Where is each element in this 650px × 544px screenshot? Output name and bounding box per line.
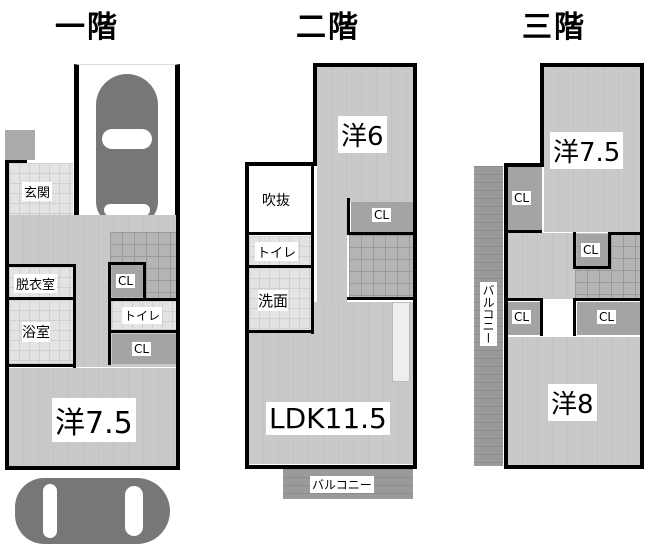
- label-bath: 浴室: [22, 322, 50, 342]
- wall: [504, 163, 544, 167]
- wall: [9, 297, 75, 300]
- label-toilet: トイレ: [122, 307, 163, 324]
- wall: [347, 297, 413, 300]
- label-closet-1: CL: [116, 274, 136, 288]
- wall: [311, 162, 314, 334]
- label-dressing: 脱衣室: [14, 274, 58, 293]
- wall: [640, 63, 644, 469]
- entrance-porch: [5, 130, 35, 160]
- wall: [573, 298, 640, 301]
- car-side-icon: [15, 478, 170, 544]
- wall: [111, 330, 176, 333]
- wall: [347, 198, 350, 234]
- wall: [540, 63, 644, 67]
- label-western-2f: 洋6: [338, 116, 387, 153]
- wall: [108, 298, 176, 301]
- wall: [608, 232, 611, 268]
- wall: [245, 162, 317, 166]
- wall: [573, 298, 576, 336]
- wall: [508, 298, 543, 301]
- wall: [5, 466, 180, 470]
- wall: [9, 264, 75, 267]
- wall: [313, 63, 417, 67]
- wall: [249, 330, 313, 333]
- wall: [540, 298, 543, 336]
- stairs-2f: [349, 235, 413, 298]
- wall: [540, 63, 544, 166]
- wall: [508, 230, 542, 233]
- wall: [9, 364, 76, 367]
- label-toilet-2f: トイレ: [255, 242, 299, 261]
- wall: [504, 163, 508, 469]
- label-western2-3f: 洋8: [548, 384, 597, 421]
- floor2-title: 二階: [296, 10, 360, 45]
- wall: [143, 262, 146, 300]
- label-balcony-2f: バルコニー: [310, 476, 374, 493]
- label-closet-2: CL: [132, 342, 152, 356]
- wall: [5, 160, 9, 470]
- wall: [108, 262, 144, 265]
- wall: [573, 266, 611, 269]
- wall: [249, 232, 311, 235]
- label-closet-3f-4: CL: [597, 310, 617, 324]
- wall: [347, 232, 413, 235]
- label-western-1f: 洋7.5: [52, 398, 136, 442]
- label-washroom: 洗面: [258, 290, 289, 311]
- wall: [73, 264, 76, 368]
- wall: [608, 232, 640, 235]
- wall: [504, 465, 644, 469]
- label-closet-2f: CL: [372, 208, 392, 222]
- wall: [5, 160, 27, 163]
- wall: [245, 162, 249, 469]
- kitchen-counter: [392, 302, 410, 382]
- label-void: 吹抜: [262, 190, 290, 210]
- car-top-icon: [96, 74, 158, 224]
- wall: [108, 262, 111, 365]
- label-closet-3f-1: CL: [512, 191, 532, 205]
- label-closet-3f-3: CL: [512, 310, 532, 324]
- wall: [176, 228, 180, 470]
- label-ldk: LDK11.5: [266, 402, 390, 435]
- wall: [245, 465, 417, 469]
- wall: [249, 265, 311, 268]
- label-western1-3f: 洋7.5: [550, 132, 624, 169]
- wall: [573, 232, 576, 268]
- wall: [313, 63, 317, 163]
- floor1-title: 一階: [55, 10, 119, 45]
- wall: [413, 63, 417, 469]
- label-closet-3f-2: CL: [581, 243, 601, 257]
- label-entrance: 玄関: [22, 182, 53, 201]
- floor3-title: 三階: [522, 10, 586, 45]
- label-balcony-3f: バルコニー: [480, 282, 497, 346]
